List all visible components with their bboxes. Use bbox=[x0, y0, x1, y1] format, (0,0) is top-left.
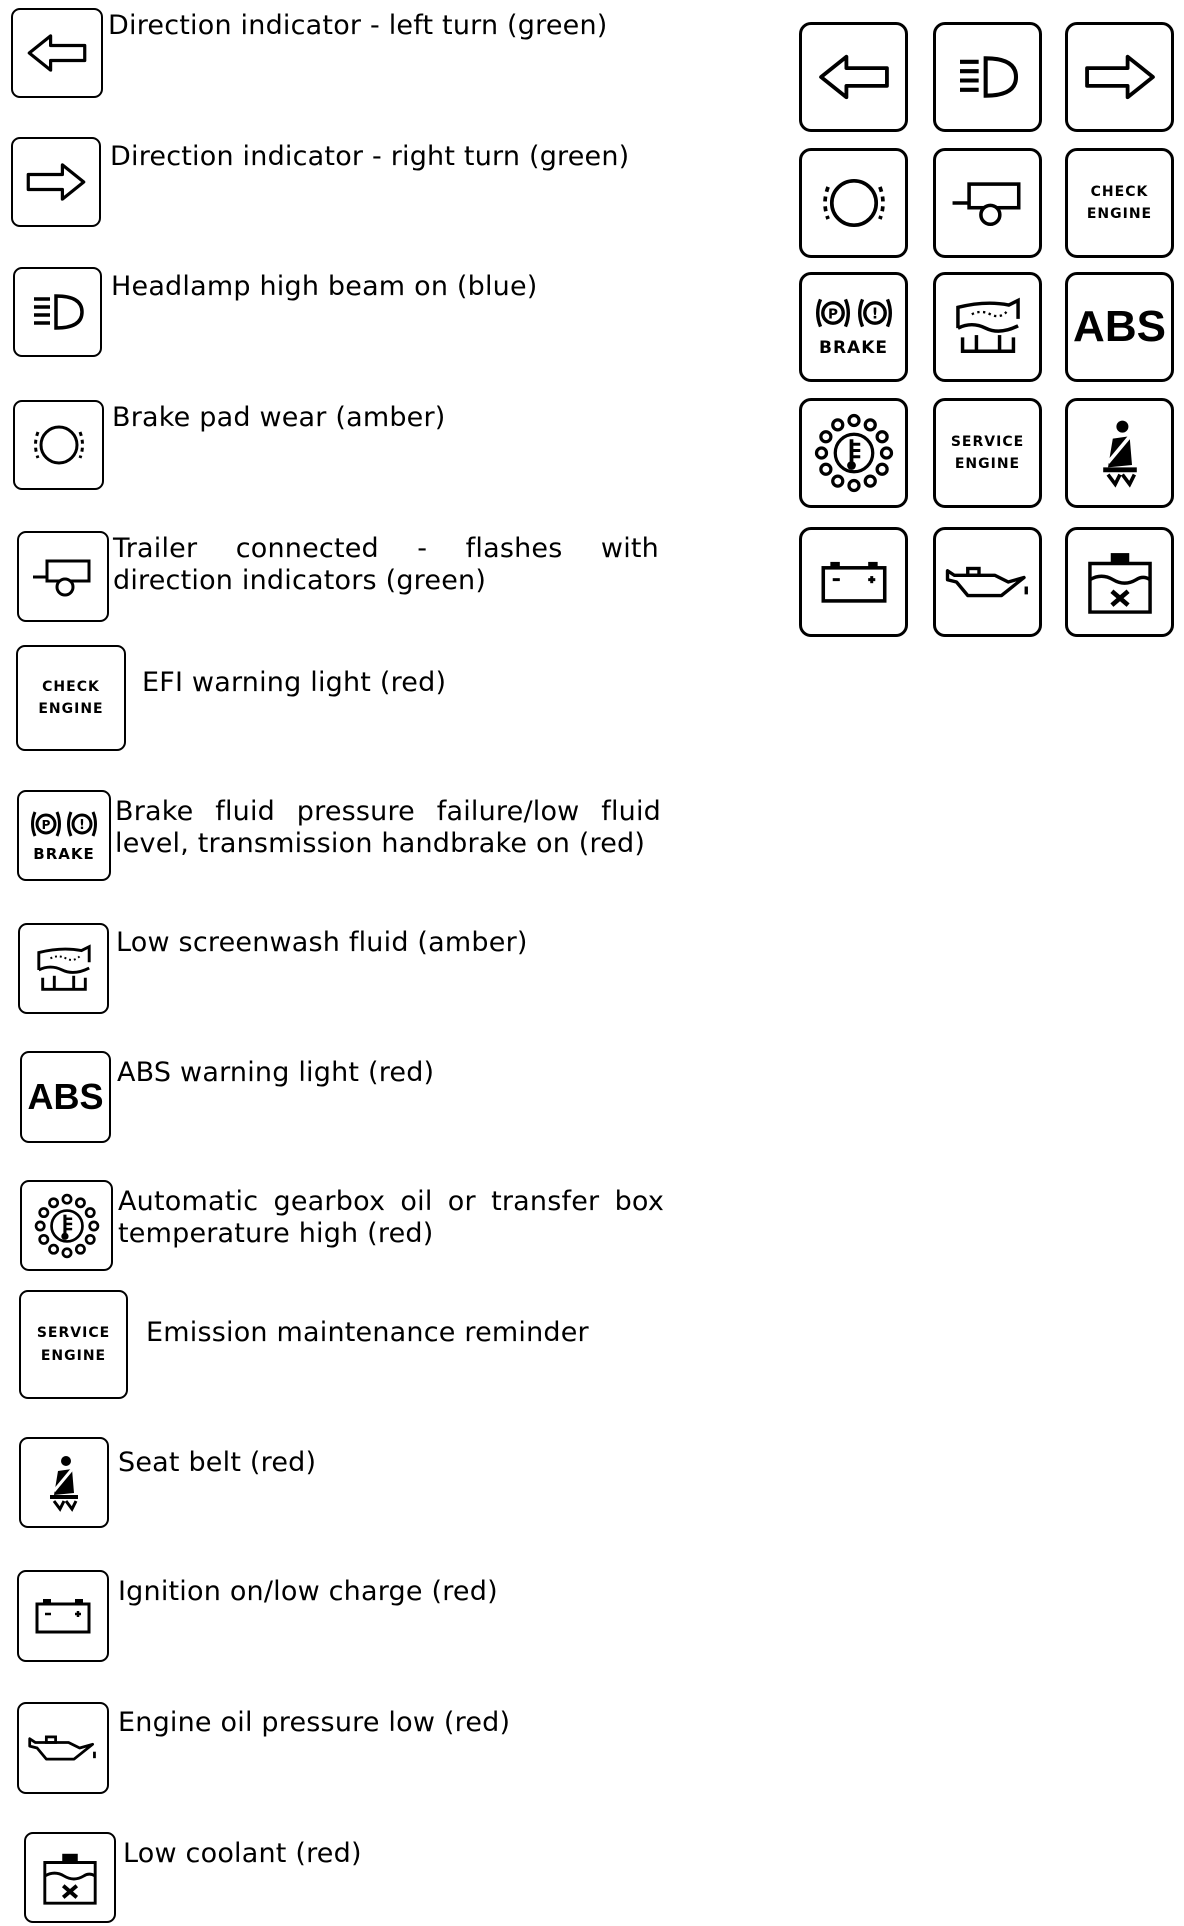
grid-parking-brake-icon: P bbox=[815, 298, 850, 328]
right-turn-indicator-icon bbox=[11, 137, 101, 227]
grid-service-text: SERVICE bbox=[950, 433, 1025, 450]
grid-battery-icon bbox=[799, 527, 908, 637]
abs-icon: ABS bbox=[20, 1051, 111, 1143]
grid-high-beam-icon bbox=[933, 22, 1042, 132]
grid-right-turn-icon bbox=[1065, 22, 1174, 132]
grid-trailer-icon bbox=[933, 148, 1042, 258]
grid-excl-symbol: ! bbox=[871, 305, 878, 322]
service-engine-icon: SERVICE ENGINE bbox=[19, 1290, 128, 1399]
legend-label-check-engine: EFI warning light (red) bbox=[142, 667, 447, 698]
grid-brake-icon: P ! BRAKE bbox=[799, 272, 908, 382]
p-symbol: P bbox=[42, 818, 51, 832]
grid-engine-text: ENGINE bbox=[1086, 206, 1153, 222]
legend-label-gearbox: Automatic gearbox oil or transfer box te… bbox=[118, 1186, 664, 1249]
grid-oil-pressure-icon bbox=[933, 527, 1042, 637]
oil-pressure-icon bbox=[17, 1702, 109, 1794]
legend-label-coolant: Low coolant (red) bbox=[123, 1838, 362, 1869]
grid-left-turn-icon bbox=[799, 22, 908, 132]
legend-label-seatbelt: Seat belt (red) bbox=[118, 1447, 317, 1478]
service-engine-text: ENGINE bbox=[40, 1347, 107, 1364]
legend-label-screenwash: Low screenwash fluid (amber) bbox=[116, 927, 528, 958]
left-turn-indicator-icon bbox=[11, 8, 103, 98]
grid-gearbox-icon bbox=[799, 398, 908, 508]
brake-warning-icon: P ! BRAKE bbox=[17, 790, 111, 881]
legend-label-trailer: Trailer connected - flashes with directi… bbox=[113, 533, 659, 596]
legend-label-left-turn: Direction indicator - left turn (green) bbox=[108, 10, 608, 41]
grid-p-symbol: P bbox=[828, 306, 838, 322]
legend-label-service: Emission maintenance reminder bbox=[146, 1317, 589, 1348]
check-text: CHECK bbox=[42, 678, 100, 695]
legend-label-right-turn: Direction indicator - right turn (green) bbox=[110, 141, 630, 172]
abs-text: ABS bbox=[27, 1076, 104, 1117]
grid-coolant-icon bbox=[1065, 527, 1174, 637]
brake-text: BRAKE bbox=[33, 844, 95, 863]
service-text: SERVICE bbox=[36, 1325, 111, 1342]
legend-label-oil: Engine oil pressure low (red) bbox=[118, 1707, 511, 1738]
engine-text: ENGINE bbox=[38, 701, 104, 717]
parking-brake-icon: P bbox=[31, 810, 61, 837]
grid-service-engine-text: ENGINE bbox=[954, 456, 1021, 472]
gearbox-temperature-icon bbox=[20, 1180, 113, 1271]
trailer-icon bbox=[17, 531, 109, 622]
battery-icon bbox=[17, 1570, 109, 1662]
grid-seat-belt-icon bbox=[1065, 398, 1174, 508]
brake-pad-wear-icon bbox=[13, 400, 104, 490]
grid-abs-text: ABS bbox=[1073, 302, 1166, 351]
screenwash-icon bbox=[18, 923, 109, 1014]
grid-exclamation-brake-icon: ! bbox=[857, 298, 892, 328]
grid-check-text: CHECK bbox=[1090, 183, 1149, 200]
grid-brake-pad-icon bbox=[799, 148, 908, 258]
exclamation-brake-icon: ! bbox=[67, 810, 97, 837]
legend-label-brake-pad: Brake pad wear (amber) bbox=[112, 402, 446, 433]
legend-label-abs: ABS warning light (red) bbox=[117, 1057, 435, 1088]
high-beam-icon bbox=[13, 267, 102, 357]
excl-symbol: ! bbox=[79, 818, 85, 833]
seat-belt-icon bbox=[19, 1437, 109, 1528]
grid-brake-text: BRAKE bbox=[819, 337, 888, 358]
check-engine-icon: CHECK ENGINE bbox=[16, 645, 126, 751]
grid-service-engine-icon: SERVICE ENGINE bbox=[933, 398, 1042, 508]
grid-abs-icon: ABS bbox=[1065, 272, 1174, 382]
grid-check-engine-icon: CHECK ENGINE bbox=[1065, 148, 1174, 258]
coolant-icon bbox=[24, 1832, 116, 1923]
legend-label-ignition: Ignition on/low charge (red) bbox=[118, 1576, 498, 1607]
legend-label-brake: Brake fluid pressure failure/low fluid l… bbox=[115, 796, 661, 859]
legend-label-high-beam: Headlamp high beam on (blue) bbox=[111, 271, 538, 302]
grid-screenwash-icon bbox=[933, 272, 1042, 382]
